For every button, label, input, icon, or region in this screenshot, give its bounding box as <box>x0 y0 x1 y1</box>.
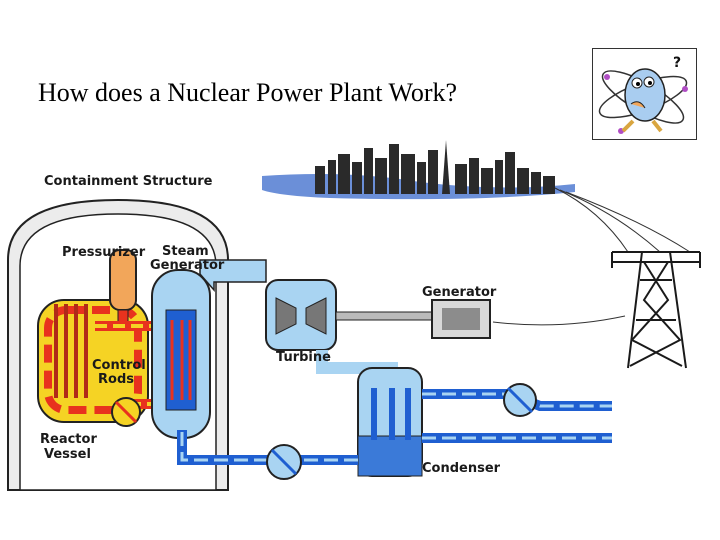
steam-generator <box>151 269 211 439</box>
label-control-rods-line2: Rods <box>98 372 134 387</box>
primary-pump-icon <box>111 397 141 427</box>
label-reactor-vessel-line1: Reactor <box>40 432 97 447</box>
condenser <box>357 367 423 477</box>
mascot-question-mark: ? <box>673 55 681 71</box>
label-containment-structure: Containment Structure <box>44 174 213 189</box>
turbine <box>265 279 337 351</box>
feedwater-pump-icon <box>266 444 302 480</box>
atom-character-icon: ? <box>592 48 697 140</box>
city-skyline-icon <box>262 140 575 200</box>
label-reactor-vessel-line2: Vessel <box>44 447 91 462</box>
generator <box>431 299 491 339</box>
label-condenser: Condenser <box>422 461 501 476</box>
label-turbine: Turbine <box>276 350 331 365</box>
slide-title: How does a Nuclear Power Plant Work? <box>38 78 458 107</box>
nuclear-plant-diagram: Containment Structure Pressurizer Steam … <box>7 140 701 491</box>
label-generator: Generator <box>422 285 497 300</box>
pressurizer <box>109 249 137 329</box>
label-steam-generator-line2: Generator <box>150 258 225 273</box>
label-pressurizer: Pressurizer <box>62 245 146 260</box>
label-control-rods-line1: Control <box>92 358 146 373</box>
cooling-pump-icon <box>503 383 537 417</box>
label-steam-generator-line1: Steam <box>162 244 209 259</box>
transmission-tower-icon <box>611 251 701 369</box>
